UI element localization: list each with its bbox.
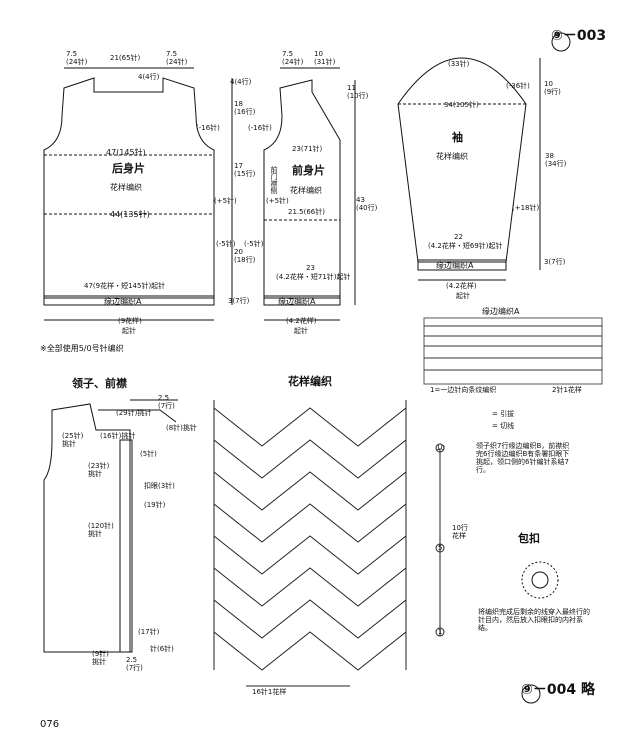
back-side-inc: (+5针) [214,197,237,205]
sleeve-bottom-start: 起针 [456,292,470,300]
button-caption: 将编织完成后剩余的线穿入最终行的针目内，然后放入扣眼扣的内衬系结。 [478,608,590,632]
pattern-marker-1: 1 [438,628,443,636]
front-shoulder-left: 7.5 (24针) [282,50,304,66]
sleeve-bottom-pattern: (4.2花样) [446,282,477,290]
front-height: 43 (40行) [356,196,378,212]
button-title: 包扣 [518,532,540,545]
page-number: 076 [40,719,60,730]
back-piece-title: 后身片 [112,162,145,175]
sleeve-cap-dec: (-36针) [506,82,530,90]
front-piece-title: 前身片 [292,164,325,177]
legend-slip: = 引拔 [492,410,515,418]
back-neck-depth: 4(4行) [138,73,160,81]
neckband-buttonhole: 扣眼(3针) [144,482,175,490]
front-side-dec: (-5针) [244,240,264,248]
front-edge-label: 前门襟侧 [270,166,278,194]
neckband-bottom-right: 针(6针) [150,645,174,653]
sleeve-cast-on: (4.2花样・短69针)起针 [428,242,503,250]
back-armhole-dec: (-16针) [196,124,220,132]
neckband-outline [43,403,131,653]
back-shoulder-right: 7.5 (24针) [166,50,188,66]
neckband-pickup-17: (17针) [138,628,160,636]
front-piece-outline [263,79,341,299]
back-bottom-start: 起针 [122,327,136,335]
neckband-left-pickup: (25针) 挑针 [62,432,84,448]
back-cast-on: 47(9花样・短145针)起针 [84,282,166,290]
neckband-pickup-19: (19针) [144,501,166,509]
sleeve-length-rows: 38 (34行) [545,152,567,168]
front-side-inc: (+5针) [266,197,289,205]
neckband-pickup-16: (16针)挑针 [100,432,136,440]
border-chart-stitch-repeat: 2针1花样 [552,386,582,394]
sleeve-cuff-width: 22 [454,233,463,241]
back-neck-width: 21(65针) [110,54,141,62]
construction-note: 领子织7行缘边编织B，前襟织完6行缘边编织B有条署扣眼下挑起，领口侧的6针编针系… [476,442,570,474]
needle-note: ※全部使用5/0号针编织 [40,344,124,353]
button-diagram [521,561,559,599]
front-mid-width: 23(71针) [292,145,323,153]
legend-cut: = 切线 [492,422,515,430]
neckband-bottom-rows: 2.5 (7行) [126,656,143,672]
border-chart-frame [423,317,603,385]
back-piece-outline [43,77,215,299]
back-neck-side: 4(4行) [230,78,252,86]
back-armhole-rows: 18 (16行) [234,100,256,116]
back-side-dec: (-5针) [216,240,236,248]
back-shoulder-left: 7.5 (24针) [66,50,88,66]
front-neck-rows: 11 (10行) [347,84,369,100]
sleeve-border-label: 缘边编织A [436,261,474,270]
back-border-label: 缘边编织A [104,297,142,306]
border-chart-repeat: 1=一边针向条纹编织 [430,386,497,394]
sleeve-outline [397,57,527,263]
pattern-stitch-label: 16针1花样 [252,688,287,696]
back-side-rows: 17 (15行) [234,162,256,178]
back-waist: 44(135针) [110,210,150,219]
sleeve-title: 袖 [452,131,463,144]
front-piece-subtitle: 花样编织 [290,186,322,195]
pattern-marker-10: 10 [436,444,445,452]
pattern-chart-title: 花样编织 [288,375,332,388]
neckband-bottom-left: (9针) 挑针 [92,650,109,666]
pattern-marker-5: 5 [438,544,443,552]
sleeve-cuff-rows: 3(7行) [544,258,566,266]
sleeve-subtitle: 花样编织 [436,152,468,161]
sleeve-cap-rows: 10 (9行) [544,80,561,96]
neckband-pickup-120: (120针) 挑针 [88,522,114,538]
front-cast-on: (4.2花样・短71针)起针 [276,273,351,281]
neckband-rows-5: (5针) [140,450,157,458]
neckband-right-rows: 2.5 (7行) [158,394,175,410]
sleeve-upper-width: 34(105针) [444,101,479,109]
front-waist: 21.5(66针) [288,208,325,216]
neckband-width: (29针)挑针 [116,409,152,417]
neckband-side-8: (8针)挑针 [166,424,197,432]
front-bottom-pattern: (4.2花样) [286,317,317,325]
page-code-top: ⑨－003 [551,28,607,44]
back-bottom-pattern: (9花样) [118,317,142,325]
back-piece-subtitle: 花样编织 [110,183,142,192]
front-shoulder-right: 10 (31针) [314,50,336,66]
front-armhole-dec: (-16针) [248,124,272,132]
back-chest: 47(145针) [106,148,146,157]
back-lower-rows: 20 (18行) [234,248,256,264]
neckband-pickup-23: (23针) 挑针 [88,462,110,478]
front-border-label: 缘边编织A [278,297,316,306]
neckband-title: 领子、前襟 [72,377,127,390]
pattern-row-label: 10行 花样 [452,524,468,540]
sleeve-inc: (+18针) [512,204,540,212]
sleeve-top-width: (33针) [448,60,470,68]
front-bottom-start: 起针 [294,327,308,335]
border-chart-title: 缘边编织A [482,307,520,316]
back-hem-rows: 3(7行) [228,297,250,305]
lace-pattern-zigzag [213,400,445,687]
page-code-bottom: ⑨－004 略 [521,682,595,698]
front-base-width: 23 [306,264,315,272]
